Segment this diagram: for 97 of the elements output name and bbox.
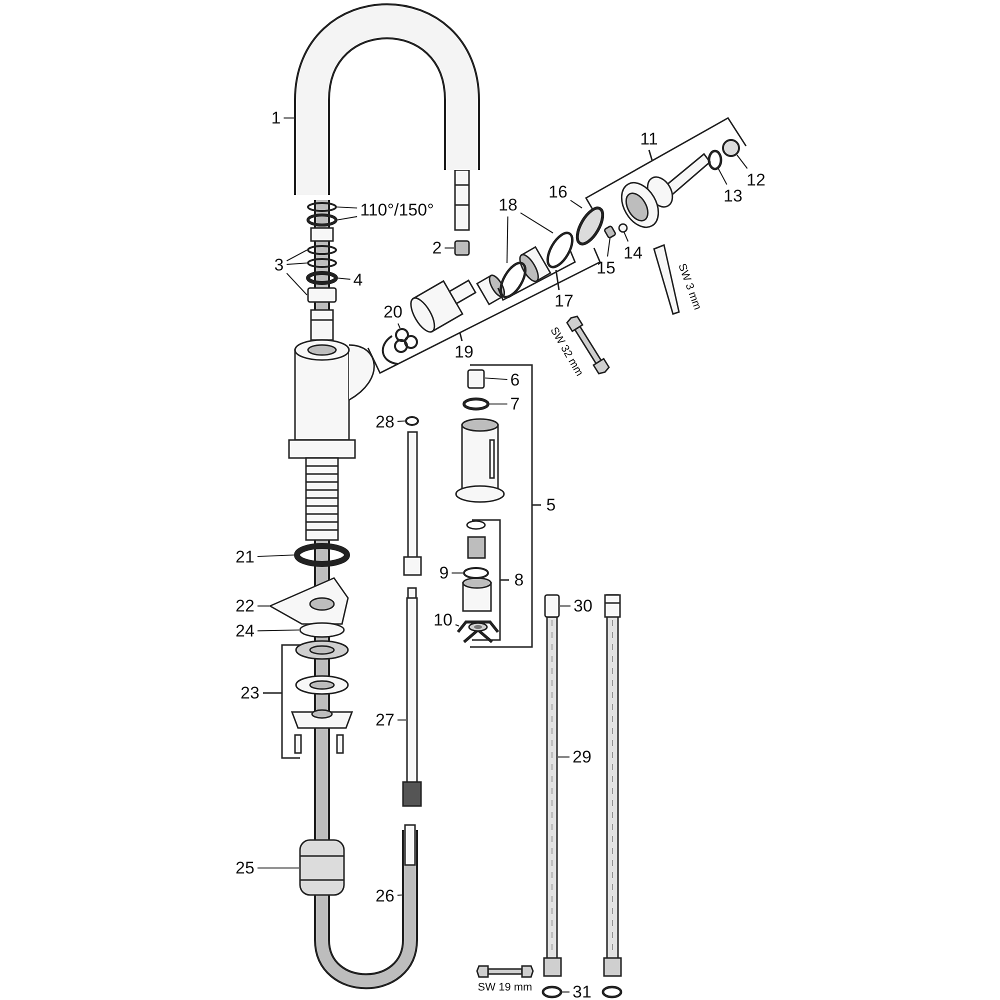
- o-ring: [708, 150, 722, 170]
- wrench-size-label: SW 19 mm: [478, 982, 532, 994]
- leader-line: [444, 247, 454, 249]
- nut: [454, 240, 470, 256]
- leader-line: [624, 232, 629, 242]
- clip-ring: [307, 245, 337, 255]
- callout-number: 1: [271, 110, 281, 126]
- leader-line: [398, 323, 400, 328]
- hose: [543, 616, 562, 977]
- leader-line: [560, 605, 570, 607]
- leader-line: [398, 719, 406, 721]
- callout-number: 25: [236, 860, 254, 876]
- spray-head: [455, 418, 505, 503]
- callout-number: 26: [376, 888, 394, 904]
- callout-number: 6: [510, 372, 520, 388]
- leader-line: [336, 216, 358, 221]
- callout-number: 15: [596, 260, 616, 276]
- callout-number: 3: [274, 256, 284, 274]
- leader-line: [606, 238, 611, 257]
- leader-line: [397, 894, 402, 896]
- callout-number: 22: [236, 598, 254, 614]
- leader-line: [257, 554, 294, 558]
- o-ring: [405, 416, 419, 426]
- callout-number: 2: [432, 240, 442, 256]
- leader-line: [489, 403, 508, 405]
- clip-ring: [307, 202, 337, 212]
- callout-number: 30: [574, 598, 592, 614]
- callout-number: 20: [384, 304, 402, 320]
- cap: [467, 369, 485, 389]
- spout: [294, 3, 480, 195]
- callout-number: 17: [554, 292, 574, 310]
- callout-number: 7: [510, 396, 520, 412]
- leader-line: [258, 867, 299, 869]
- sleeve: [307, 287, 337, 303]
- wrench-size-label: SW 32 mm: [548, 326, 584, 378]
- leader-line: [455, 624, 460, 627]
- callout-number: 5: [546, 496, 556, 514]
- leader-line: [258, 605, 269, 607]
- callout-number: 13: [724, 188, 742, 204]
- mounting-plate: [268, 577, 349, 625]
- leader-line: [506, 216, 508, 263]
- leader-line: [736, 154, 748, 169]
- leader-line: [284, 117, 294, 119]
- callout-number: 23: [240, 684, 260, 702]
- connector: [544, 594, 560, 618]
- clip-ring: [307, 258, 337, 268]
- callout-number: 27: [376, 712, 394, 728]
- ring: [576, 206, 604, 246]
- leader-line: [336, 277, 350, 280]
- gasket: [294, 543, 350, 567]
- leader-line: [257, 629, 300, 632]
- o-ring: [462, 398, 490, 410]
- callout-number: 11: [640, 130, 658, 148]
- washer: [542, 986, 562, 998]
- leader-line: [718, 168, 728, 185]
- o-ring: [306, 271, 338, 285]
- o-ring: [499, 262, 527, 298]
- hose: [402, 587, 422, 807]
- ball: [618, 223, 628, 233]
- callout-number: 10: [434, 612, 452, 628]
- callout-number: 24: [236, 622, 254, 640]
- leader-line: [570, 200, 582, 208]
- hose: [603, 594, 622, 977]
- insert: [603, 224, 617, 240]
- clip-ring: [306, 214, 338, 226]
- leader-line: [286, 250, 308, 262]
- callout-number: 18: [498, 196, 518, 214]
- callout-number: 28: [376, 414, 394, 430]
- tube: [403, 431, 422, 576]
- leader-line: [397, 420, 406, 422]
- o-ring: [463, 567, 489, 579]
- callout-number: 31: [572, 984, 592, 1000]
- leader-line: [286, 262, 308, 265]
- callout-number: 14: [624, 244, 642, 262]
- nut: [722, 139, 740, 157]
- callout-number: 110°/150°: [360, 202, 434, 218]
- callout-number: 19: [454, 344, 474, 360]
- callout-number: 16: [548, 184, 568, 200]
- leader-line: [286, 272, 308, 296]
- hose-weight: [299, 839, 345, 896]
- leader-line: [336, 206, 358, 209]
- callout-number: 29: [572, 748, 592, 766]
- wrench-size-label: SW 3 mm: [676, 262, 702, 312]
- leader-line: [484, 377, 508, 380]
- callout-number: 8: [514, 572, 524, 588]
- callout-number: 4: [353, 272, 363, 288]
- leader-line: [520, 212, 554, 234]
- washer: [299, 622, 345, 638]
- leader-line: [562, 991, 570, 993]
- washer: [602, 986, 622, 998]
- leader-line: [558, 756, 570, 758]
- leader-line: [452, 572, 463, 574]
- callout-number: 21: [236, 548, 254, 566]
- callout-number: 9: [439, 564, 449, 582]
- o-ring: [546, 232, 574, 268]
- callout-number: 12: [746, 172, 766, 188]
- clip: [456, 620, 500, 644]
